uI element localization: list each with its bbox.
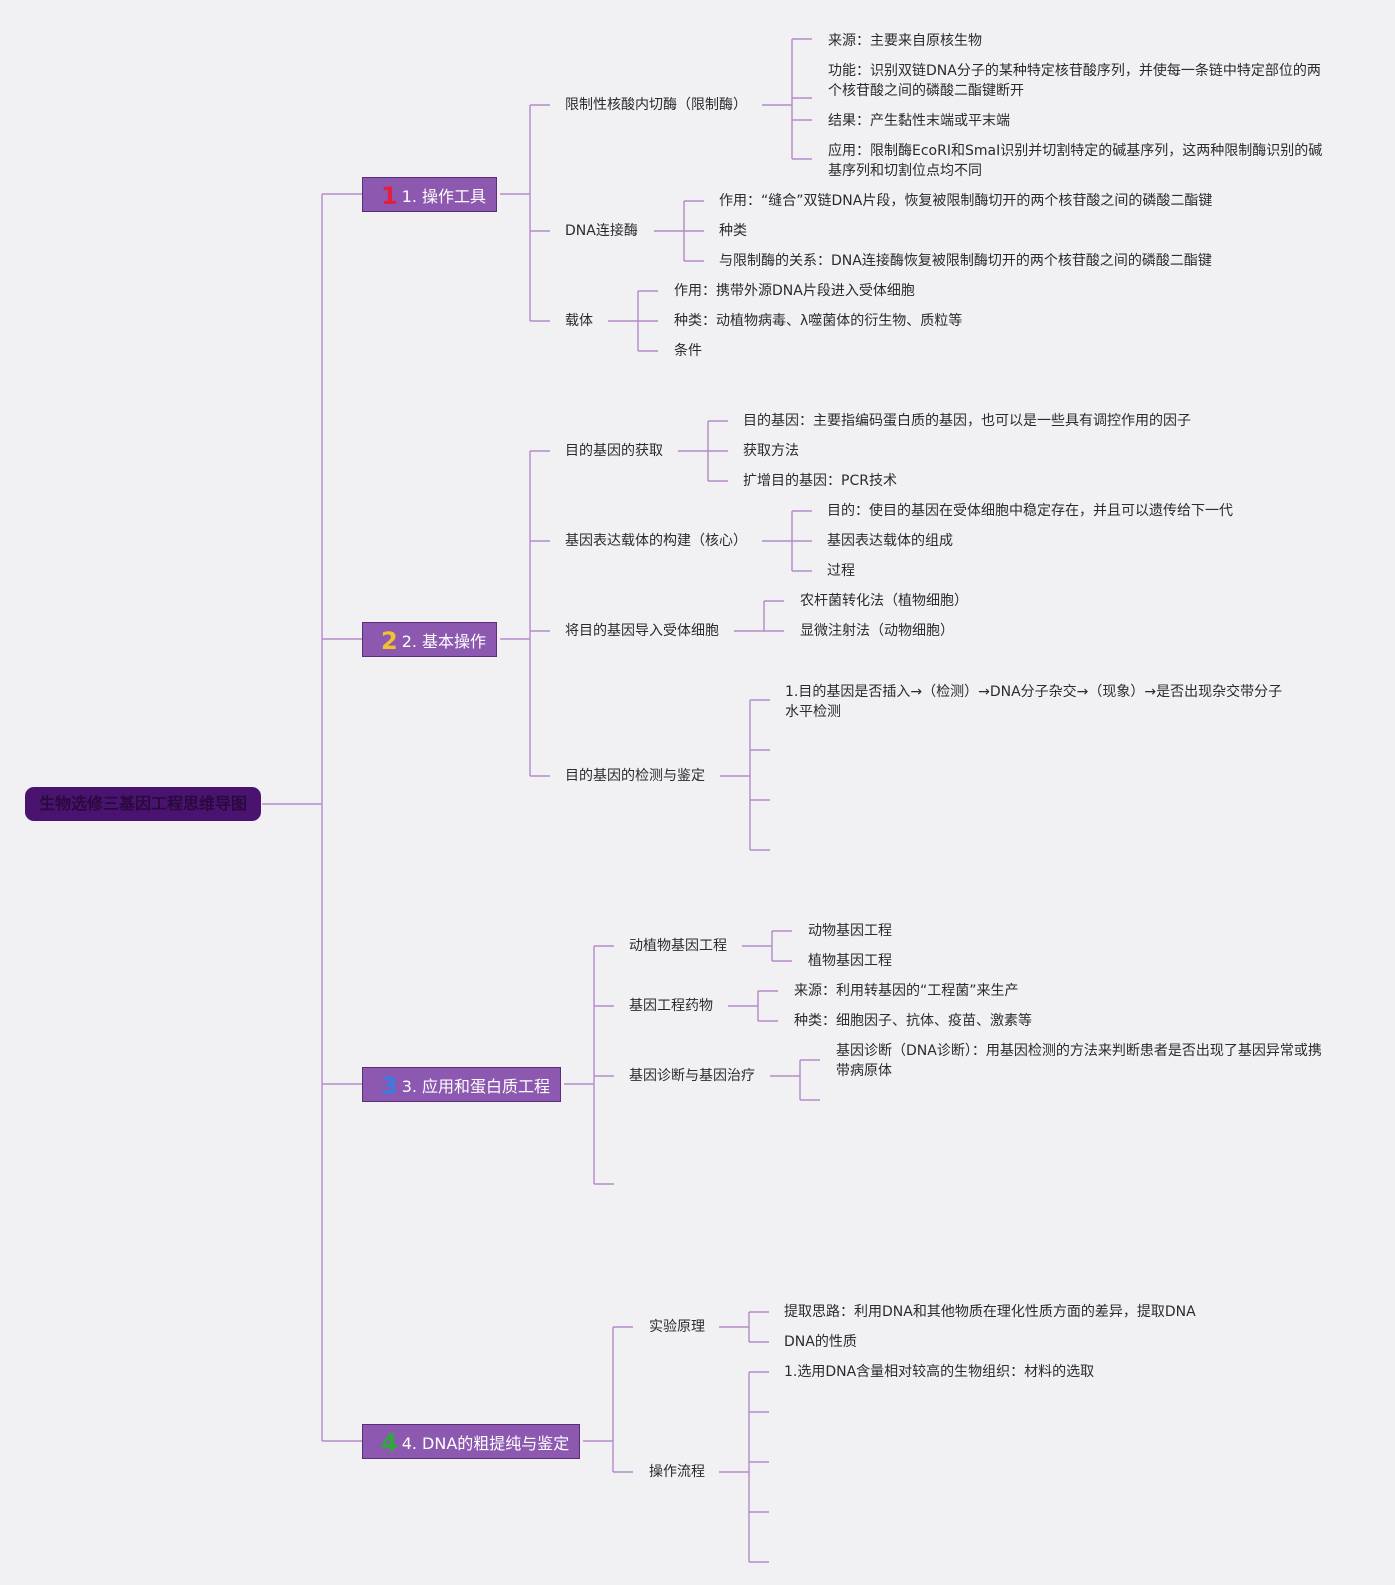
topic-item[interactable]: 作用：携带外源DNA片段进入受体细胞 (674, 283, 915, 299)
number-icon-4: 4 (381, 1429, 398, 1457)
topic-gene-detect[interactable]: 目的基因的检测与鉴定 (565, 768, 705, 784)
topic-item[interactable]: 提取思路：利用DNA和其他物质在理化性质方面的差异，提取DNA (784, 1304, 1196, 1320)
topic-item[interactable]: 结果：产生黏性末端或平末端 (828, 113, 1010, 129)
topic-item[interactable]: 获取方法 (743, 443, 799, 459)
topic-item[interactable]: 1.选用DNA含量相对较高的生物组织：材料的选取 (784, 1364, 1095, 1380)
topic-gene-drug[interactable]: 基因工程药物 (629, 998, 713, 1014)
topic-item[interactable]: 种类：动植物病毒、λ噬菌体的衍生物、质粒等 (674, 313, 963, 329)
topic-item[interactable]: 种类：细胞因子、抗体、疫苗、激素等 (794, 1013, 1032, 1029)
topic-item[interactable]: 种类 (719, 223, 747, 239)
topic-item[interactable]: 基因诊断（DNA诊断）：用基因检测的方法来判断患者是否出现了基因异常或携带病原体 (836, 1043, 1322, 1079)
number-icon-3: 3 (381, 1072, 398, 1100)
topic-gene-obtain[interactable]: 目的基因的获取 (565, 443, 663, 459)
branch-label: 1. 操作工具 (401, 187, 487, 206)
topic-restriction-enzyme[interactable]: 限制性核酸内切酶（限制酶） (565, 97, 747, 113)
topic-gene-introduce[interactable]: 将目的基因导入受体细胞 (565, 623, 719, 639)
topic-item[interactable]: 应用：限制酶EcoRI和SmaI识别并切割特定的碱基序列，这两种限制酶识别的碱基… (828, 143, 1323, 179)
topic-item[interactable]: 条件 (674, 343, 702, 359)
topic-item[interactable]: 植物基因工程 (808, 953, 892, 969)
topic-item[interactable]: 目的基因：主要指编码蛋白质的基因，也可以是一些具有调控作用的因子 (743, 413, 1191, 429)
topic-gene-diagnosis[interactable]: 基因诊断与基因治疗 (629, 1068, 755, 1084)
number-icon-2: 2 (381, 627, 398, 655)
number-icon-1: 1 (381, 182, 398, 210)
topic-item[interactable]: 农杆菌转化法（植物细胞） (800, 593, 968, 609)
topic-process[interactable]: 操作流程 (649, 1464, 705, 1480)
branch-label: 4. DNA的粗提纯与鉴定 (401, 1434, 570, 1453)
topic-item[interactable]: 作用：“缝合”双链DNA片段，恢复被限制酶切开的两个核苷酸之间的磷酸二酯键 (719, 193, 1213, 209)
topic-item[interactable]: 扩增目的基因：PCR技术 (743, 473, 897, 489)
branch-label: 2. 基本操作 (401, 632, 487, 651)
topic-item[interactable]: 与限制酶的关系：DNA连接酶恢复被限制酶切开的两个核苷酸之间的磷酸二酯键 (719, 253, 1212, 269)
topic-item[interactable]: 1.目的基因是否插入→（检测）→DNA分子杂交→（现象）→是否出现杂交带分子水平… (785, 684, 1283, 720)
topic-item[interactable]: 基因表达载体的组成 (827, 533, 953, 549)
topic-item[interactable]: 目的：使目的基因在受体细胞中稳定存在，并且可以遗传给下一代 (827, 503, 1233, 519)
root-topic[interactable]: 生物选修三基因工程思维导图 (25, 787, 261, 821)
topic-item[interactable]: 功能：识别双链DNA分子的某种特定核苷酸序列，并使每一条链中特定部位的两个核苷酸… (828, 63, 1321, 99)
topic-item[interactable]: 来源：利用转基因的“工程菌”来生产 (794, 983, 1019, 999)
topic-dna-ligase[interactable]: DNA连接酶 (565, 223, 638, 239)
topic-item[interactable]: 来源：主要来自原核生物 (828, 33, 982, 49)
topic-item[interactable]: 动物基因工程 (808, 923, 892, 939)
topic-vector-construct[interactable]: 基因表达载体的构建（核心） (565, 533, 747, 549)
topic-item[interactable]: 显微注射法（动物细胞） (800, 623, 954, 639)
topic-vector[interactable]: 载体 (565, 313, 593, 329)
topic-item[interactable]: 过程 (827, 563, 855, 579)
topic-principle[interactable]: 实验原理 (649, 1319, 705, 1335)
topic-item[interactable]: DNA的性质 (784, 1334, 857, 1350)
branch-label: 3. 应用和蛋白质工程 (401, 1077, 551, 1096)
topic-animal-plant[interactable]: 动植物基因工程 (629, 938, 727, 954)
